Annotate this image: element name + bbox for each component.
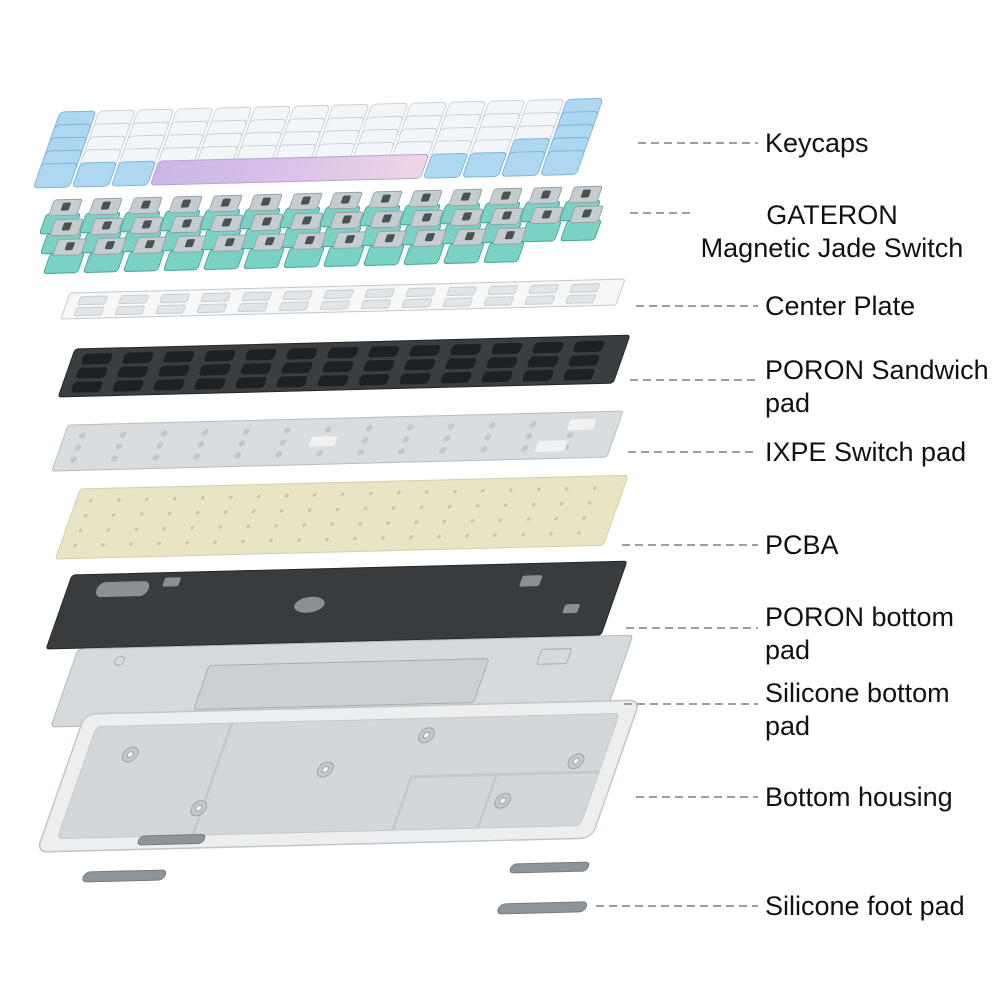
label-poron-bottom: PORON bottom pad: [765, 601, 954, 667]
ixpe-switch-pad-layer: [51, 410, 623, 472]
poron-sandwich-pad-layer: [58, 334, 630, 398]
label-center-plate-text: Center Plate: [765, 291, 916, 321]
label-keycaps: Keycaps: [765, 127, 869, 160]
label-center-plate: Center Plate: [765, 290, 915, 323]
label-switch-line1: GATERON: [766, 200, 898, 230]
label-foot-pad: Silicone foot pad: [765, 890, 965, 923]
poron-bottom-pad-layer: [46, 560, 627, 650]
label-silicone-bottom: Silicone bottom pad: [765, 677, 950, 743]
label-ixpe: IXPE Switch pad: [765, 436, 966, 469]
label-pcba-text: PCBA: [765, 530, 839, 560]
label-keycaps-text: Keycaps: [765, 128, 869, 158]
label-silicone-bottom-line2: pad: [765, 711, 811, 741]
label-foot-pad-text: Silicone foot pad: [765, 891, 965, 921]
label-pcba: PCBA: [765, 529, 839, 562]
label-poron-bottom-line1: PORON bottom: [765, 602, 955, 632]
label-poron-sandwich-line2: pad: [765, 388, 811, 418]
label-poron-sandwich: PORON Sandwich pad: [765, 354, 989, 420]
silicone-foot-pads-layer: [82, 833, 590, 915]
label-silicone-bottom-line1: Silicone bottom: [765, 678, 950, 708]
label-ixpe-text: IXPE Switch pad: [765, 437, 967, 467]
label-switch: GATERON Magnetic Jade Switch: [672, 199, 992, 265]
switches-layer: [39, 185, 604, 274]
pcba-layer: [55, 474, 628, 560]
label-poron-sandwich-line1: PORON Sandwich: [765, 355, 989, 385]
label-bottom-housing-text: Bottom housing: [765, 782, 953, 812]
label-poron-bottom-line2: pad: [765, 635, 811, 665]
label-bottom-housing: Bottom housing: [765, 781, 953, 814]
bottom-housing-layer: [38, 699, 638, 853]
keycaps-layer: [34, 98, 603, 189]
center-plate-layer: [60, 278, 625, 320]
label-switch-line2: Magnetic Jade Switch: [700, 233, 964, 263]
leader-lines: [596, 142, 758, 907]
